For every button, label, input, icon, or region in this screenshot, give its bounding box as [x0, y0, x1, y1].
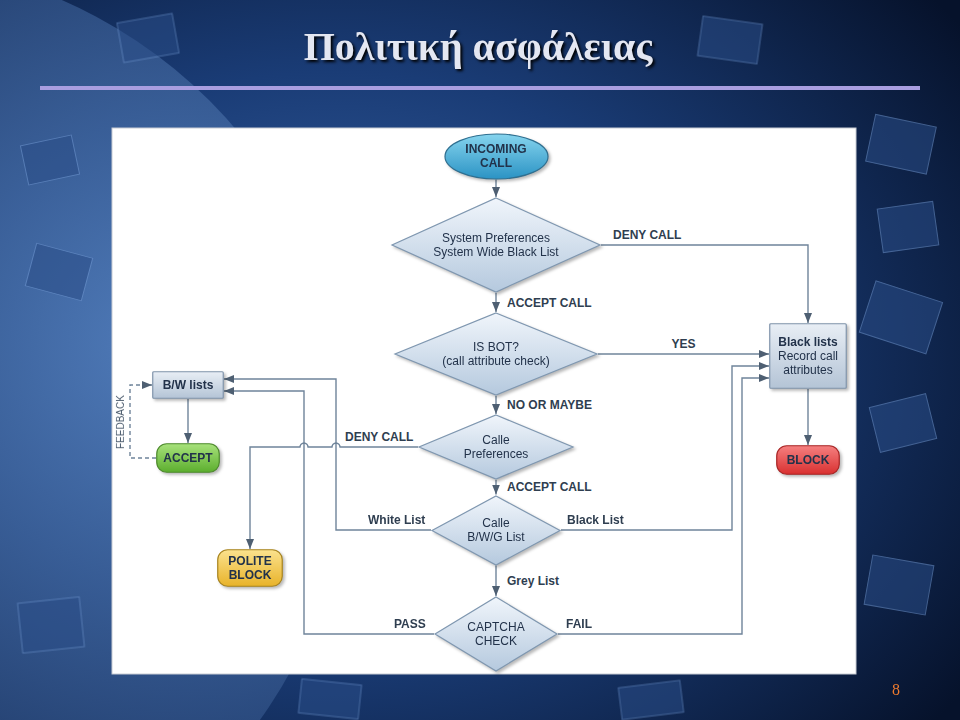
- page-number: 8: [892, 681, 900, 699]
- edge-label: Black List: [565, 513, 626, 527]
- node-title: Calle Preferences: [461, 433, 531, 461]
- decision-diamond: System Preferences System Wide Black Lis…: [391, 197, 601, 293]
- edge-label: Grey List: [505, 574, 561, 588]
- edge-label: ACCEPT CALL: [505, 480, 594, 494]
- flow-connector: [495, 293, 496, 312]
- flow-connector: [807, 389, 808, 445]
- node-title: Calle B/W/G List: [466, 516, 527, 544]
- terminal-box-outline: [157, 444, 220, 473]
- title-rule: [40, 86, 920, 90]
- decision-diamond-outline: [435, 597, 557, 671]
- cube-texture: [18, 13, 943, 719]
- decision-diamond: CAPTCHA CHECK: [434, 596, 558, 672]
- list-box: Black listsRecord call attributes: [769, 323, 847, 389]
- terminal-box: BLOCK: [776, 445, 840, 475]
- node-content: ACCEPT: [159, 449, 216, 467]
- decision-diamond-outline: [395, 313, 597, 395]
- terminal-box-outline: [777, 446, 840, 475]
- decision-diamond: Calle B/W/G List: [431, 495, 561, 566]
- slide-title: Πολιτική ασφάλειας: [0, 22, 956, 72]
- diagram-panel: [112, 128, 856, 674]
- node-title: IS BOT?: [442, 340, 549, 354]
- node-content: BLOCK: [783, 451, 834, 469]
- edge-label: White List: [366, 513, 427, 527]
- edge-label: ACCEPT CALL: [505, 296, 594, 310]
- node-title: ACCEPT: [163, 451, 212, 465]
- edge-label: YES: [670, 337, 698, 351]
- node-title: POLITE BLOCK: [226, 554, 274, 582]
- decision-diamond-outline: [432, 496, 560, 565]
- edge-label: FAIL: [564, 617, 594, 631]
- start-ellipse: INCOMING CALL: [444, 133, 549, 180]
- start-ellipse-outline: [445, 134, 548, 179]
- flow-connector: [598, 353, 769, 354]
- feedback-connector: [130, 385, 156, 458]
- node-content: Calle Preferences: [457, 431, 535, 463]
- node-body: (call attribute check): [442, 354, 549, 368]
- list-box: B/W lists: [152, 371, 224, 399]
- flow-connector: [495, 566, 496, 597]
- node-title: System Preferences System Wide Black Lis…: [431, 231, 561, 259]
- terminal-box-outline: [218, 550, 283, 587]
- flow-connector: [495, 480, 496, 495]
- edge-label: DENY CALL: [343, 430, 415, 444]
- flow-connector: [495, 180, 496, 198]
- list-box-outline: [770, 324, 847, 389]
- terminal-box: ACCEPT: [156, 443, 220, 473]
- flow-connector: [187, 399, 188, 443]
- flow-connector: [224, 379, 431, 530]
- edge-label: FEEDBACK: [115, 393, 127, 451]
- node-content: Black listsRecord call attributes: [772, 333, 844, 379]
- node-content: B/W lists: [159, 376, 218, 394]
- edge-label: NO OR MAYBE: [505, 398, 594, 412]
- list-box-outline: [153, 372, 224, 399]
- node-title: INCOMING CALL: [464, 142, 528, 170]
- edge-label: PASS: [392, 617, 428, 631]
- flow-connector: [561, 366, 769, 530]
- node-content: CAPTCHA CHECK: [461, 618, 531, 650]
- decision-diamond-outline: [392, 198, 600, 292]
- flow-connector: [224, 391, 434, 634]
- node-title: CAPTCHA CHECK: [465, 620, 527, 648]
- flow-connector: [495, 396, 496, 414]
- node-content: IS BOT?(call attribute check): [438, 338, 553, 370]
- edge-label: DENY CALL: [611, 228, 683, 242]
- decision-diamond: Calle Preferences: [418, 414, 574, 480]
- flow-connector: [601, 245, 808, 323]
- decision-diamond-outline: [419, 415, 573, 479]
- flow-connector: [558, 378, 769, 634]
- node-title: Black lists: [776, 335, 840, 349]
- node-content: Calle B/W/G List: [462, 514, 531, 546]
- node-title: BLOCK: [787, 453, 830, 467]
- terminal-box: POLITE BLOCK: [217, 549, 283, 587]
- node-title: B/W lists: [163, 378, 214, 392]
- node-body: Record call attributes: [776, 349, 840, 377]
- node-content: INCOMING CALL: [460, 140, 532, 172]
- flow-connector: [250, 443, 418, 549]
- decision-diamond: IS BOT?(call attribute check): [394, 312, 598, 396]
- node-content: System Preferences System Wide Black Lis…: [427, 229, 565, 261]
- node-content: POLITE BLOCK: [222, 552, 278, 584]
